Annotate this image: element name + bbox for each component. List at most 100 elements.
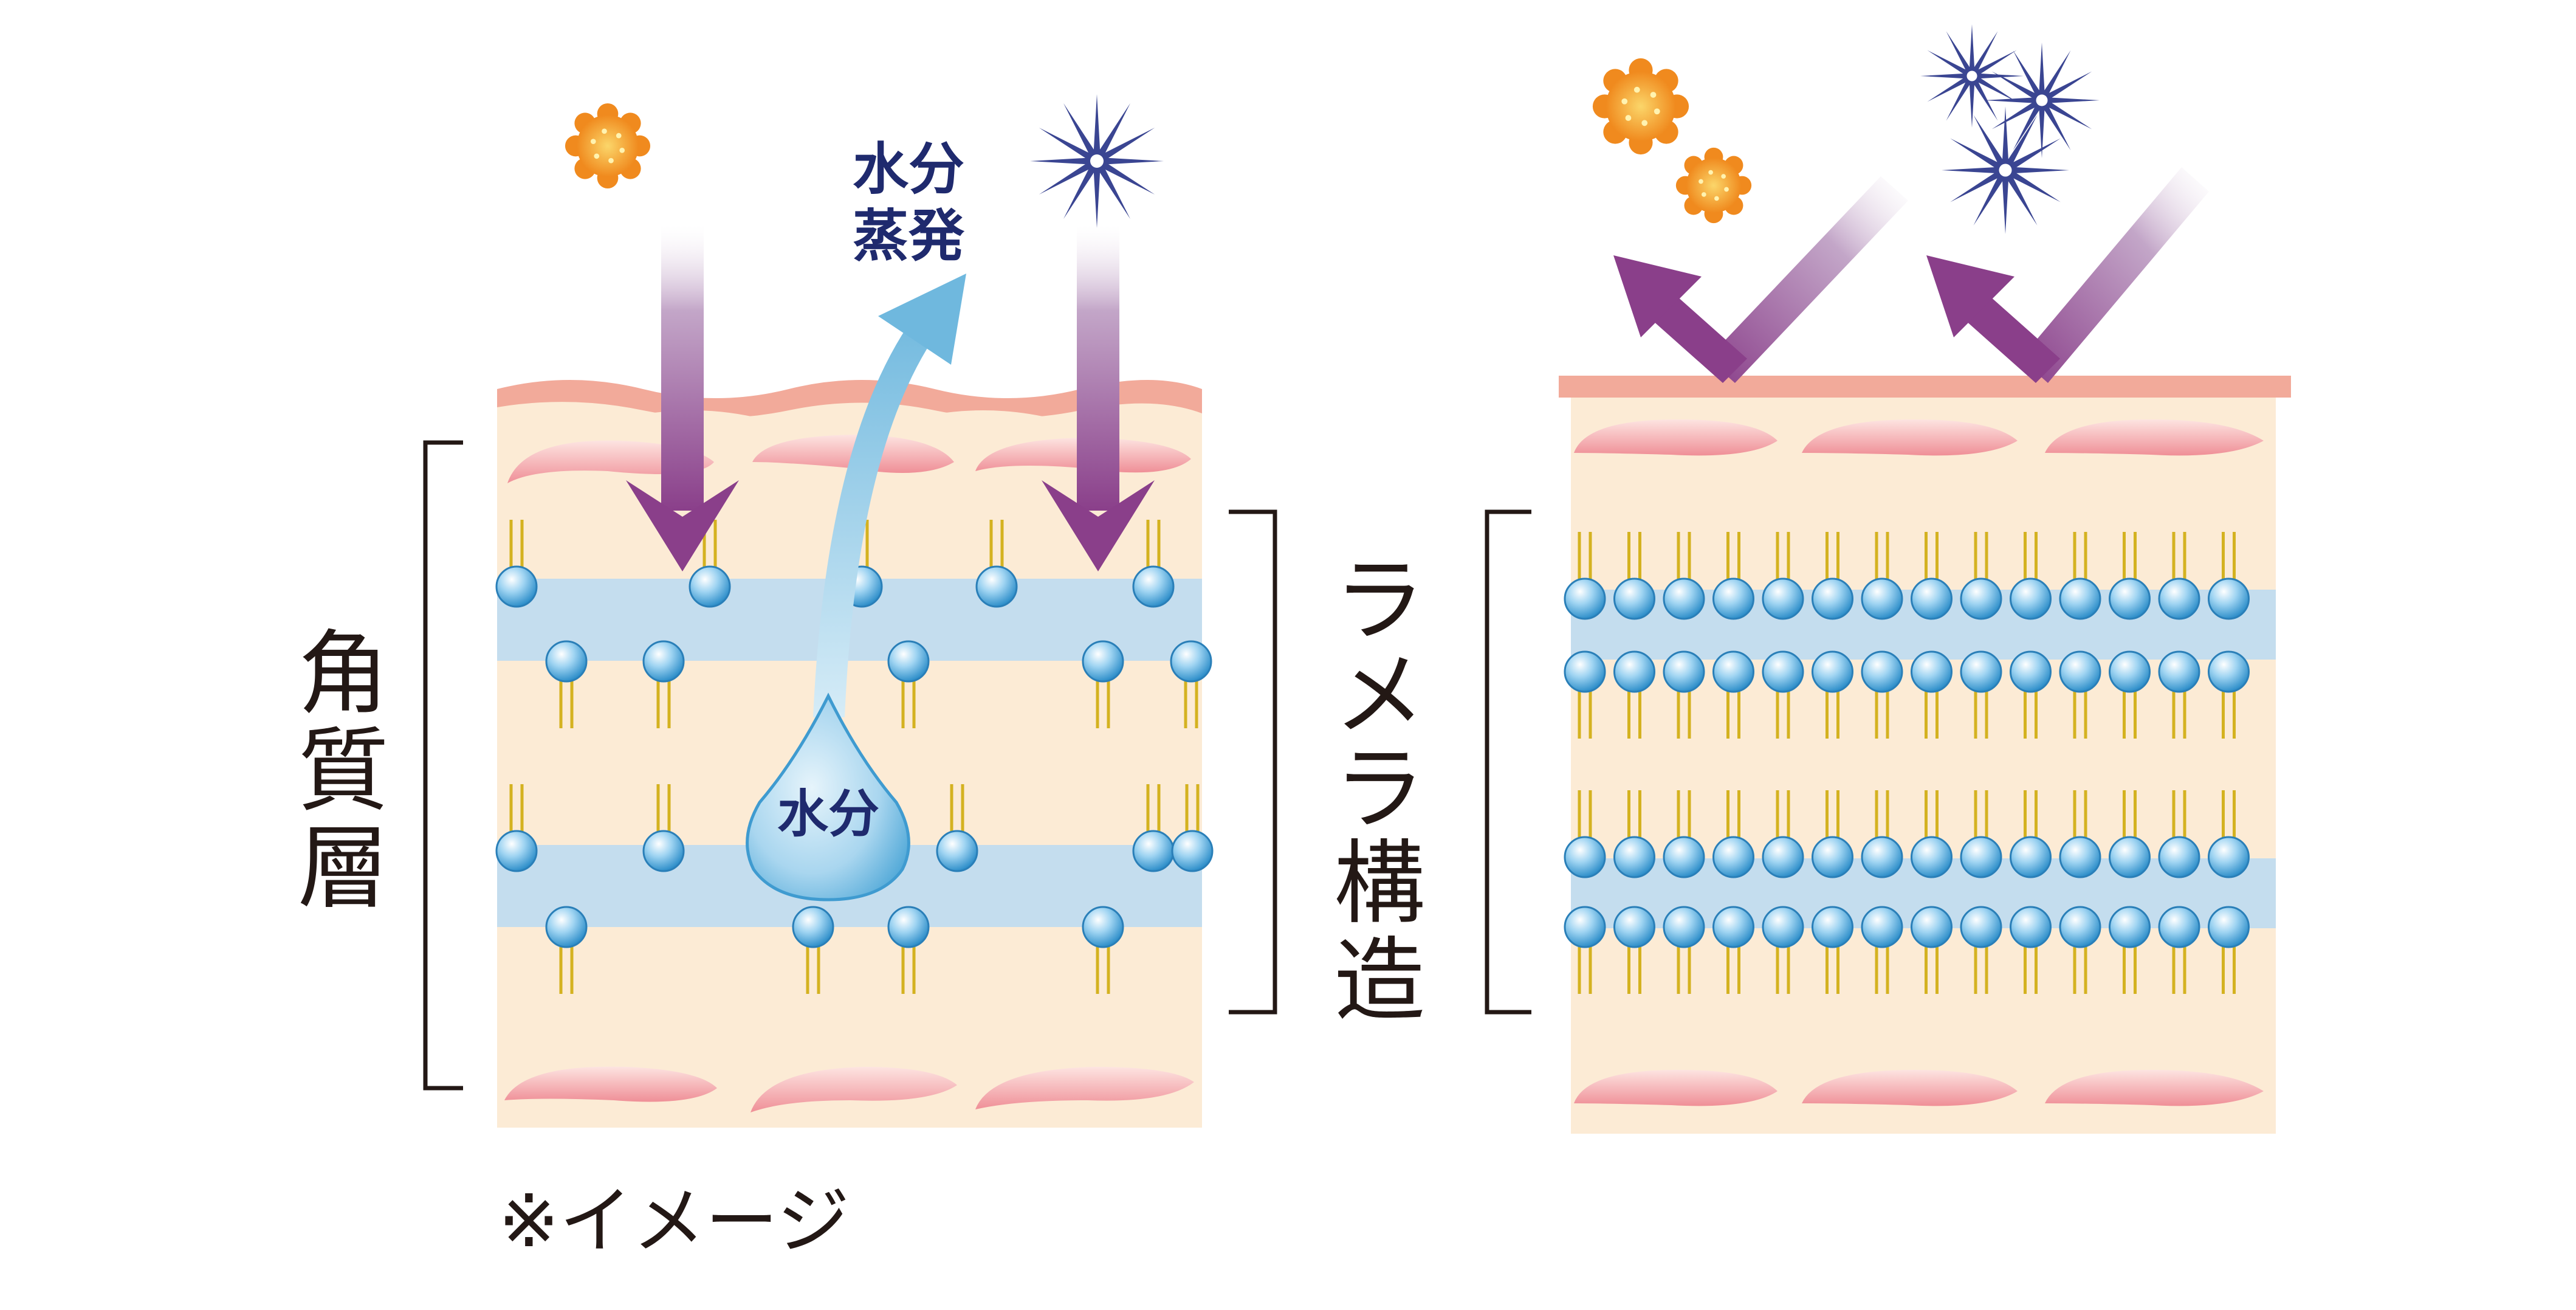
deflect-arrow-left — [1613, 176, 1908, 383]
moisture-drop: 水分 — [746, 692, 910, 901]
lipid-molecule — [1082, 640, 1124, 728]
lipid-molecule — [1564, 650, 1606, 739]
lipid-molecule — [975, 520, 1018, 608]
lipid-molecule — [495, 520, 538, 608]
lipid-molecule — [545, 640, 588, 728]
lipid-molecule — [2010, 906, 2052, 994]
uv-star-icon-2 — [1984, 43, 2100, 158]
lipid-molecule — [1082, 906, 1124, 994]
pollen-icon-large — [1592, 58, 1689, 155]
lipid-molecule — [2158, 650, 2200, 739]
lipid-molecule — [792, 906, 834, 994]
uv-star-icon — [1030, 94, 1164, 228]
skin-surface-flat — [1559, 376, 2291, 398]
lipid-molecule — [1564, 790, 1606, 878]
lipid-molecule — [2158, 532, 2200, 620]
lamellar-label-char-2: メ — [1334, 643, 1425, 748]
lipid-molecule — [1564, 906, 1606, 994]
stratum-corneum-label-group: 角 質 層 — [298, 621, 389, 922]
evaporation-label-line-2: 蒸発 — [853, 204, 965, 269]
lipid-molecule — [1861, 790, 1903, 878]
lipid-molecule — [1613, 532, 1655, 620]
dense-lipids — [1564, 532, 2250, 994]
lipid-molecule — [2109, 650, 2151, 739]
lipid-molecule — [1613, 790, 1655, 878]
lipid-molecule — [1170, 640, 1212, 728]
lipid-molecule — [689, 520, 731, 608]
sparse-lipids — [495, 520, 1214, 994]
left-bracket — [423, 440, 463, 1091]
lipid-molecule — [1911, 790, 1953, 878]
lipid-molecule — [2109, 532, 2151, 620]
stratum-corneum-label-char-1: 角 — [298, 621, 389, 727]
lipid-molecule — [1812, 906, 1853, 994]
lipid-molecule — [2059, 532, 2101, 620]
lipid-molecule — [2010, 790, 2052, 878]
lipid-molecule — [936, 784, 978, 872]
healthy-layer — [1571, 389, 2276, 1134]
lipid-molecule — [1960, 790, 2002, 878]
lipid-molecule — [887, 640, 930, 728]
lipid-molecule — [2158, 790, 2200, 878]
lipid-molecule — [1861, 650, 1903, 739]
lipid-molecule — [2208, 790, 2250, 878]
uv-star-icon-3 — [1942, 106, 2069, 234]
lipid-molecule — [2109, 906, 2151, 994]
stratum-corneum-label-char-2: 質 — [298, 719, 389, 824]
lipid-molecule — [1861, 532, 1903, 620]
evaporation-arrow — [813, 274, 966, 717]
lipid-molecule — [1564, 532, 1606, 620]
lipid-molecule — [2059, 906, 2101, 994]
lipid-molecule — [642, 640, 685, 728]
lipid-molecule — [1960, 650, 2002, 739]
lipid-molecule — [545, 906, 588, 994]
lipid-molecule — [1663, 650, 1705, 739]
lipid-molecule — [2208, 532, 2250, 620]
lipid-molecule — [1663, 532, 1705, 620]
lipid-molecule — [1911, 532, 1953, 620]
lipid-molecule — [1712, 790, 1754, 878]
corneocytes-bottom — [504, 1066, 1194, 1112]
lipid-molecule — [1812, 790, 1853, 878]
lamellar-label-char-4: 構 — [1334, 831, 1425, 937]
lamellar-label-char-5: 造 — [1334, 928, 1425, 1034]
middle-bracket — [1229, 509, 1277, 1015]
lipid-molecule — [1812, 650, 1853, 739]
lipid-molecule — [1171, 784, 1214, 872]
right-panel — [1559, 376, 2291, 1134]
lipid-molecule — [1861, 906, 1903, 994]
lipid-molecule — [2109, 790, 2151, 878]
lipid-molecule — [1663, 790, 1705, 878]
lipid-molecule — [1663, 906, 1705, 994]
lipid-molecule — [1613, 906, 1655, 994]
lipid-molecule — [1812, 532, 1853, 620]
lipid-molecule — [2158, 906, 2200, 994]
lipid-molecule — [1911, 650, 1953, 739]
lamellar-label-char-1: ラ — [1334, 548, 1425, 654]
pollen-icon — [565, 103, 651, 189]
lipid-molecule — [1712, 532, 1754, 620]
lamellar-structure-label-group: ラ メ ラ 構 造 — [1334, 548, 1425, 1034]
uv-star-icon-1 — [1920, 24, 2024, 128]
deflect-arrow-right — [1926, 167, 2209, 383]
lipid-molecule — [2208, 906, 2250, 994]
corneocytes-top-right — [1574, 419, 2264, 456]
penetration-arrow-left — [626, 225, 739, 571]
lipid-molecule — [2208, 650, 2250, 739]
stratum-corneum-label-char-3: 層 — [298, 816, 389, 922]
lipid-molecule — [1911, 906, 1953, 994]
lipid-molecule — [2010, 650, 2052, 739]
lipid-molecule — [1762, 650, 1804, 739]
lipid-molecule — [495, 784, 538, 872]
corneocytes-bottom-right — [1574, 1070, 2264, 1106]
lipid-molecule — [642, 784, 685, 872]
right-bracket — [1485, 509, 1531, 1015]
lipid-molecule — [1960, 906, 2002, 994]
lipid-molecule — [2059, 650, 2101, 739]
lipid-molecule — [1712, 906, 1754, 994]
pollen-icon-small — [1675, 147, 1752, 224]
lipid-molecule — [887, 906, 930, 994]
lipid-molecule — [1132, 520, 1175, 608]
lipid-molecule — [2059, 790, 2101, 878]
